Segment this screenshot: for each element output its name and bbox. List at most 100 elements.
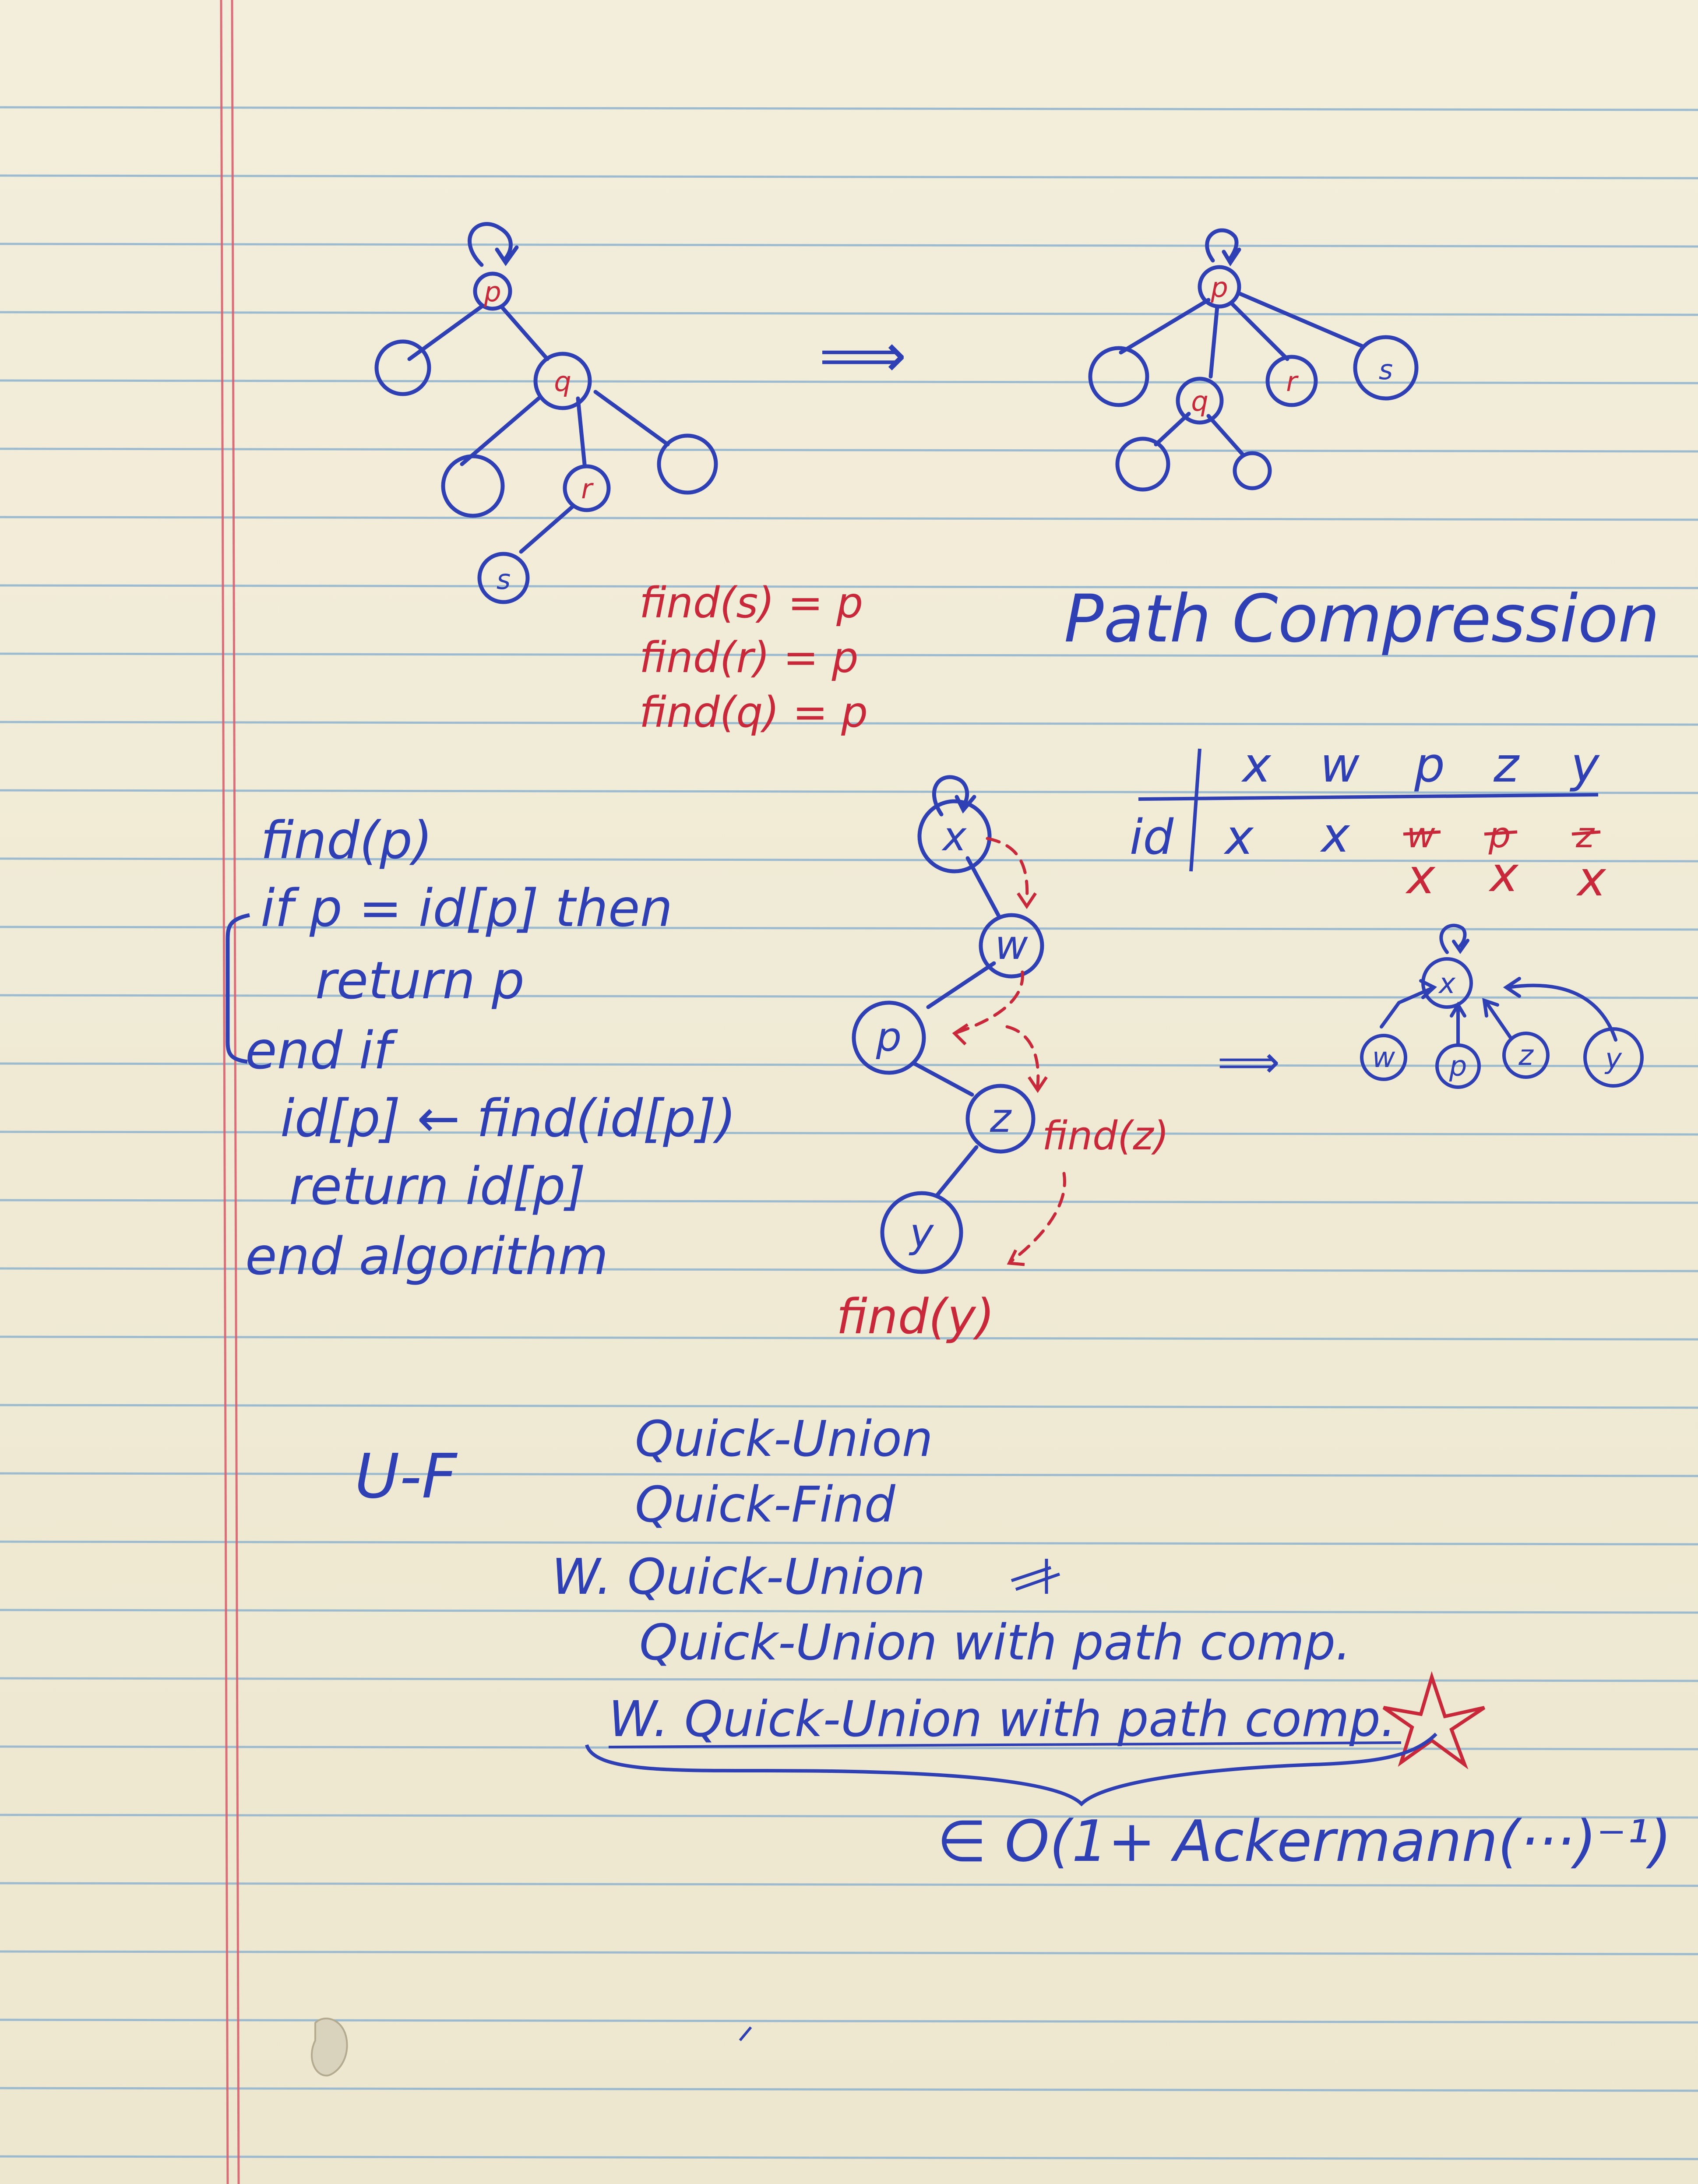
chain-node-p (852, 1000, 926, 1075)
algo-line: id[p] ← find(id[p]) (280, 1088, 736, 1148)
table-row-label: id (1130, 809, 1174, 865)
variant: Quick-Union with path comp. (639, 1614, 1351, 1671)
find-trace (953, 837, 1066, 1263)
rule-line (0, 721, 1698, 726)
rule-line (0, 2155, 1698, 2160)
label-x: x (941, 813, 967, 860)
node-empty (1088, 346, 1149, 407)
rule-line (0, 2018, 1698, 2024)
node-p-before (473, 271, 512, 311)
algo-line: return id[p] (289, 1156, 586, 1216)
table-cell-struck: p (1488, 815, 1511, 856)
compressed-tree (1360, 923, 1644, 1089)
rule-line (0, 1814, 1698, 1819)
rule-line (0, 1950, 1698, 1955)
find-r-result: find(r) = p (639, 633, 859, 682)
rule-line (0, 1062, 1698, 1067)
label-p: p (1210, 271, 1228, 303)
algo-line: return p (315, 950, 525, 1011)
rule-line (0, 379, 1698, 384)
rule-line (0, 174, 1698, 180)
compressed-child-w (1360, 1034, 1407, 1081)
find-y-label: find(y) (836, 1289, 995, 1345)
chain-node-y (880, 1191, 963, 1274)
rule-line (0, 1131, 1698, 1136)
label-w: w (995, 922, 1028, 969)
node-s-before (477, 552, 530, 604)
find-z-label: find(z) (1042, 1113, 1169, 1159)
table-header: z (1493, 737, 1520, 793)
variant: W. Quick-Union (552, 1549, 926, 1606)
paper-hole (311, 2018, 348, 2077)
rule-line (0, 1540, 1698, 1546)
margin-lines (220, 0, 240, 2184)
rule-line (0, 1404, 1698, 1409)
compressed-tree-labels: x w p z y (1372, 968, 1622, 1083)
uf-variants: Quick-Union Quick-Find W. Quick-Union Qu… (552, 1411, 1396, 1748)
label-p: p (1449, 1050, 1467, 1083)
tree-after (1088, 228, 1419, 492)
compressed-child-z (1502, 1032, 1550, 1079)
label-y: y (909, 1210, 934, 1257)
label-z: z (990, 1095, 1012, 1141)
table-cell: x (1320, 807, 1350, 863)
node-empty (441, 454, 505, 518)
label-p: p (483, 276, 501, 308)
table-cell-new: x (1488, 846, 1519, 902)
uf-label: U-F (355, 1441, 458, 1512)
table-header: y (1569, 737, 1600, 793)
strike-marks (1403, 830, 1601, 836)
algo-line: find(p) (261, 810, 433, 870)
chain-node-x (917, 799, 992, 874)
algo-bracket (225, 913, 250, 1064)
rule-line (0, 1335, 1698, 1341)
rule-line (0, 311, 1698, 316)
complexity-bound: ∈ O(1+ Ackermann(···)⁻¹) (937, 1808, 1672, 1874)
label-r: r (581, 473, 594, 505)
implies-arrow: ⟹ (819, 320, 907, 391)
label-s: s (1379, 354, 1393, 386)
label-x: x (1438, 968, 1456, 1000)
table-header: x (1241, 737, 1272, 793)
label-z: z (1518, 1039, 1534, 1072)
table-cell-new: x (1576, 851, 1606, 907)
tree-before-labels: p q r s (483, 276, 594, 595)
scribble (1011, 1559, 1060, 1594)
rule-line (0, 1267, 1698, 1272)
id-table: x w p z y id x x w p z x x x (1130, 737, 1607, 907)
node-empty (374, 339, 431, 396)
underline (608, 1741, 1402, 1748)
table-cell-struck: z (1575, 815, 1595, 856)
node-p-after (1198, 265, 1241, 309)
rule-line (0, 2087, 1698, 2092)
path-compression-title: Path Compression (1064, 581, 1660, 657)
compressed-child-p (1435, 1043, 1481, 1089)
rule-line (0, 106, 1698, 111)
node-r-before (563, 464, 611, 512)
rule-line (0, 1609, 1698, 1614)
rule-line (0, 789, 1698, 794)
rule-line (0, 447, 1698, 453)
node-empty (1233, 451, 1272, 490)
find-trace-arrowheads (952, 892, 1048, 1266)
node-empty (1115, 437, 1170, 492)
find-algorithm: find(p) if p = id[p] then return p end i… (245, 810, 736, 1286)
tree-before (374, 222, 718, 604)
chain-tree-labels: x w p z y (876, 813, 1029, 1257)
label-r: r (1286, 366, 1299, 398)
brace (585, 1733, 1437, 1807)
rule-line (0, 1199, 1698, 1204)
rule-line (0, 652, 1698, 658)
table-header: w (1320, 737, 1360, 793)
chain-tree (852, 775, 1044, 1274)
node-s-after (1353, 335, 1419, 401)
compressed-root-x (1421, 957, 1473, 1009)
table-cell: x (1223, 809, 1254, 865)
table-divider (1189, 748, 1201, 872)
algo-line: end if (245, 1020, 398, 1081)
table-cell-struck: w (1406, 815, 1435, 856)
node-empty (657, 433, 718, 495)
table-header: p (1414, 737, 1445, 793)
label-q: q (554, 366, 571, 398)
